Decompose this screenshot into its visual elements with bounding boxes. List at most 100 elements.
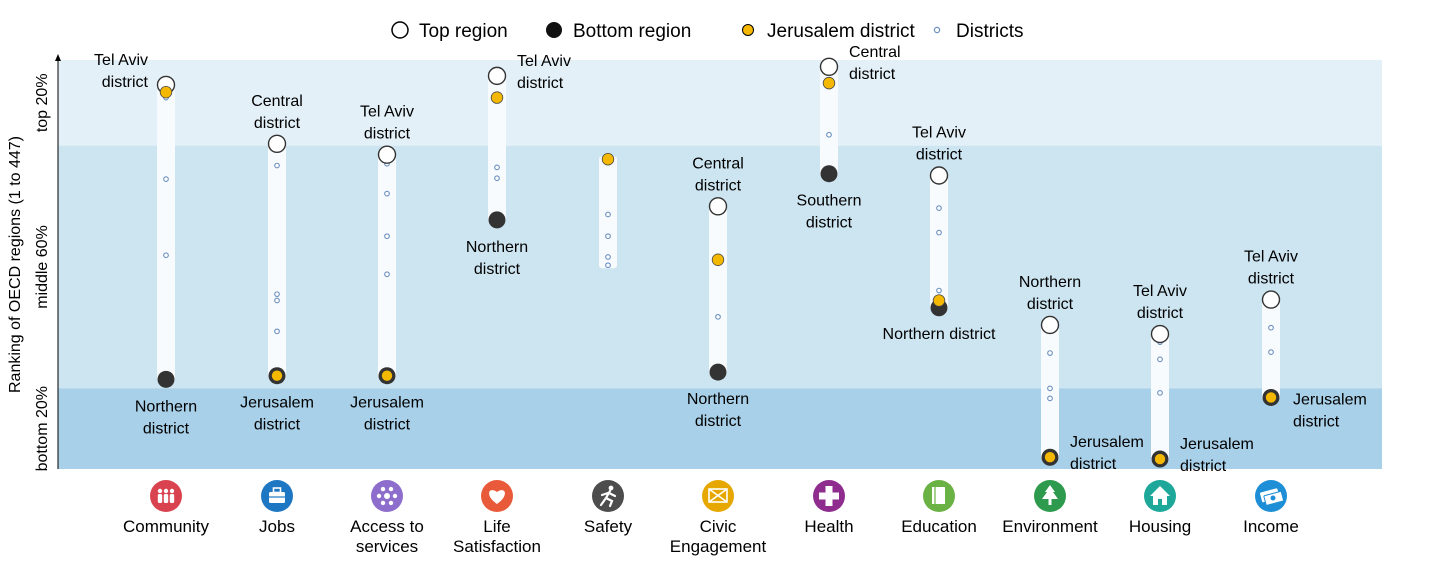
top-region-label: district: [695, 177, 742, 194]
category-label-line: Engagement: [670, 537, 767, 556]
network-icon: [371, 480, 403, 512]
legend-label-1: Bottom region: [573, 21, 691, 42]
top-region-label: Central: [849, 44, 901, 61]
jerusalem-marker: [1044, 452, 1056, 463]
top-region-label: district: [1248, 271, 1295, 288]
district-dot: [494, 175, 500, 182]
district-dot: [274, 291, 280, 298]
category-label-line: Jobs: [259, 517, 295, 536]
band-label-0: top 20%: [34, 73, 51, 132]
top-region-marker: [267, 134, 287, 154]
band-0: [58, 60, 1382, 146]
district-dot: [605, 211, 611, 218]
glyph: [380, 486, 386, 492]
district-dot: [274, 162, 280, 169]
category-label: Health: [804, 517, 853, 536]
district-dot: [1157, 390, 1163, 396]
district-dot: [1157, 356, 1163, 363]
bottom-region-label: Northern: [135, 398, 197, 415]
legend-marker-jerusalem: [742, 24, 754, 36]
banknote-icon: [1255, 480, 1287, 512]
district-dot: [384, 271, 390, 278]
category-safety: Safety: [584, 153, 633, 536]
top-region-label: Northern: [1019, 274, 1081, 291]
book-icon: [923, 480, 955, 512]
district-dot: [715, 313, 721, 320]
category-label-line: Civic: [700, 517, 737, 536]
glyph: [157, 494, 163, 503]
legend-marker-top: [391, 21, 409, 39]
bottom-region-label: district: [254, 417, 301, 434]
category-label-line: Safety: [584, 517, 633, 536]
jerusalem-marker: [490, 91, 504, 104]
category-label: Environment: [1002, 517, 1098, 536]
top-region-label: district: [102, 74, 149, 91]
glyph: [388, 500, 394, 506]
top-region-marker: [819, 57, 839, 77]
category-label: Housing: [1129, 517, 1191, 536]
district-dot: [1047, 350, 1053, 356]
bottom-region-marker: [157, 370, 175, 388]
legend-marker-bottom: [546, 22, 562, 38]
top-region-label: Tel Aviv: [1133, 283, 1187, 300]
category-label: Education: [901, 517, 977, 536]
district-dot: [936, 205, 942, 211]
category-label-line: Life: [483, 517, 510, 536]
category-label: Safety: [584, 517, 633, 536]
glyph: [708, 488, 728, 503]
district-dot: [274, 328, 280, 335]
district-dot: [605, 233, 611, 240]
glyph: [1042, 485, 1058, 499]
glyph: [388, 486, 394, 492]
jerusalem-marker: [601, 153, 615, 166]
legend-label-3: Districts: [956, 21, 1024, 42]
category-label-line: Community: [123, 517, 209, 536]
bottom-region-label: district: [695, 413, 742, 430]
top-region-label: Tel Aviv: [1244, 249, 1298, 266]
legend-marker-districts: [933, 26, 941, 34]
glyph: [608, 485, 614, 491]
category-community: Tel AvivdistrictNortherndistrictCommunit…: [94, 52, 209, 536]
category-label-line: Housing: [1129, 517, 1191, 536]
bottom-region-label: Northern: [466, 239, 528, 256]
top-region-label: Central: [251, 93, 303, 110]
category-label-line: Access to: [350, 517, 424, 536]
top-region-label: district: [364, 126, 411, 143]
bottom-region-label: Jerusalem: [1070, 434, 1144, 451]
category-label-line: Environment: [1002, 517, 1098, 536]
district-dot: [826, 131, 832, 138]
district-dot: [163, 252, 169, 259]
briefcase-icon: [261, 480, 293, 512]
range-bar: [930, 172, 948, 311]
heart-icon: [481, 480, 513, 512]
bottom-region-label: district: [1180, 458, 1227, 475]
bottom-region-label: district: [806, 215, 853, 232]
glyph: [599, 489, 617, 508]
glyph: [163, 488, 169, 494]
jerusalem-marker: [271, 370, 283, 381]
range-bar: [378, 151, 396, 379]
bottom-region-label: district: [364, 417, 411, 434]
top-region-marker: [377, 145, 397, 164]
glyph: [384, 493, 390, 499]
district-dot: [1268, 324, 1274, 331]
bottom-region-marker: [709, 363, 727, 381]
y-axis-label: Ranking of OECD regions (1 to 447): [7, 136, 24, 393]
district-dot: [936, 229, 942, 236]
category-label: Jobs: [259, 517, 295, 536]
top-region-label: Tel Aviv: [360, 104, 414, 121]
district-dot: [384, 233, 390, 240]
category-label-line: Health: [804, 517, 853, 536]
running-icon: [592, 480, 624, 512]
jerusalem-marker: [711, 253, 725, 266]
top-region-label: Tel Aviv: [912, 125, 966, 142]
bottom-region-label: Jerusalem: [1293, 391, 1367, 408]
band-label-1: middle 60%: [34, 225, 51, 309]
jerusalem-marker: [822, 76, 836, 90]
district-dot: [1268, 349, 1274, 355]
bottom-region-label: district: [1070, 456, 1117, 473]
category-environment: NortherndistrictJerusalemdistrictEnviron…: [1002, 274, 1144, 536]
glyph: [272, 487, 282, 494]
